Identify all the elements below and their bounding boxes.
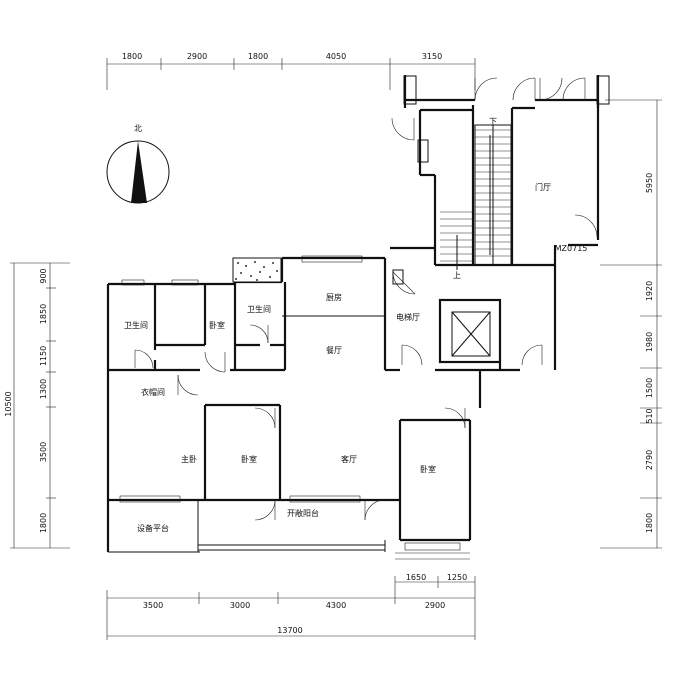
dim-right-7: 1800 [645,513,654,533]
dim-left-2: 1850 [39,304,48,324]
dim-right-6: 2790 [645,450,654,470]
room-bedroom-top: 卧室 [209,320,225,330]
dim-top-2: 2900 [187,52,207,61]
room-bedroom-right: 卧室 [420,464,436,474]
stair-down-label: 下 [489,117,497,126]
dim-right-3: 1980 [645,332,654,352]
dim-window-1: 1650 [406,573,426,582]
doors [134,77,598,521]
room-labels: 卫生间 卧室 卫生间 厨房 电梯厅 餐厅 衣帽间 主卧 卧室 客厅 卧室 设备平… [124,117,587,533]
dim-window-2: 1250 [447,573,467,582]
duct-shaft [232,257,282,283]
room-closet: 衣帽间 [141,387,165,397]
dim-bottom-2: 3000 [230,601,250,610]
dim-right-1: 5950 [645,173,654,193]
dimension-top: 1800 2900 1800 4050 3150 [106,52,476,90]
dim-right-2: 1920 [645,281,654,301]
dimension-bottom: 1650 1250 3500 3000 4300 2900 13700 [106,573,476,640]
room-bedroom-mid: 卧室 [241,454,257,464]
north-compass: 北 [106,124,170,204]
dim-left-4: 1300 [39,379,48,399]
dim-top-1: 1800 [122,52,142,61]
dim-right-5: 510 [645,408,654,423]
dim-left-total: 10500 [4,391,13,416]
dim-bottom-3: 4300 [326,601,346,610]
compass-north-label: 北 [134,124,142,133]
dim-top-4: 4050 [326,52,346,61]
dim-right-4: 1500 [645,378,654,398]
room-open-balcony: 开敞阳台 [287,508,319,518]
dim-left-3: 1150 [39,346,48,366]
room-kitchen: 厨房 [326,292,342,302]
dim-left-6: 1800 [39,513,48,533]
room-equipment-platform: 设备平台 [137,523,169,533]
walls-core [383,75,610,408]
dim-bottom-1: 3500 [143,601,163,610]
staircase [440,124,512,270]
dim-left-5: 3500 [39,442,48,462]
fire-hydrant-markers [392,139,429,285]
stair-up-label: 上 [453,271,461,280]
dim-bottom-4: 2900 [425,601,445,610]
dimension-left: 10500 900 1850 1150 1300 3500 1800 [4,262,70,549]
room-bath1: 卫生间 [124,320,148,330]
dim-left-1: 900 [39,268,48,283]
room-bath2: 卫生间 [247,304,271,314]
door-code-label: MZ0715 [555,244,588,253]
dim-top-3: 1800 [248,52,268,61]
dimension-right: 5950 1920 1980 1500 510 2790 1800 [600,99,662,549]
room-master-bedroom: 主卧 [181,454,197,464]
dim-top-5: 3150 [422,52,442,61]
room-dining: 餐厅 [326,346,342,355]
room-foyer: 门厅 [535,182,551,192]
room-elevator-hall: 电梯厅 [396,312,420,322]
dim-bottom-total: 13700 [277,626,302,635]
room-living: 客厅 [341,454,357,464]
